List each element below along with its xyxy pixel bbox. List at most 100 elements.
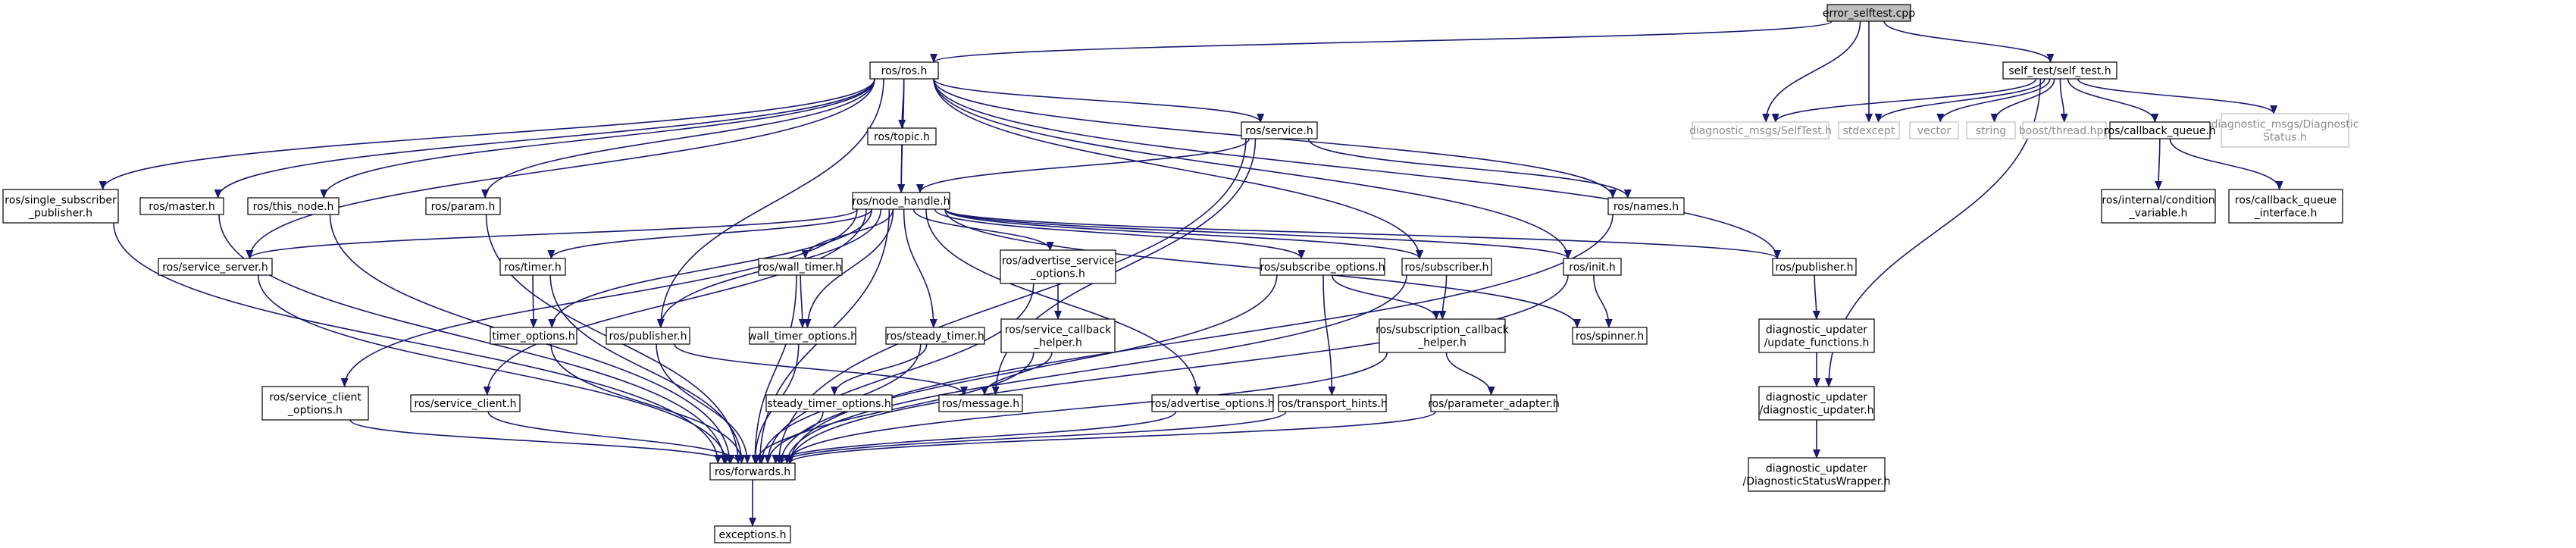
node-message[interactable]: ros/message.h bbox=[938, 394, 1023, 412]
node-subscribe-opts[interactable]: ros/subscribe_options.h bbox=[1260, 258, 1385, 276]
edge-ros-ros-to-param bbox=[481, 78, 875, 199]
node-steady-timer-options[interactable]: steady_timer_options.h bbox=[765, 394, 893, 412]
node-diag-status-wrapper[interactable]: diagnostic_updater/DiagnosticStatusWrapp… bbox=[1742, 457, 1891, 492]
edge-node-handle-to-wall-timer-options bbox=[803, 208, 894, 328]
node-box bbox=[1607, 197, 1685, 215]
node-service[interactable]: ros/service.h bbox=[1241, 121, 1318, 139]
node-exceptions[interactable]: exceptions.h bbox=[714, 525, 791, 543]
node-service-cb-helper[interactable]: ros/service_callback_helper.h bbox=[1000, 318, 1116, 353]
edge-topic-to-node-handle bbox=[897, 144, 906, 193]
node-callback-queue[interactable]: ros/callback_queue.h bbox=[2104, 121, 2216, 139]
node-adv-service-opts[interactable]: ros/advertise_service_options.h bbox=[1000, 249, 1116, 284]
node-box bbox=[1748, 457, 1886, 492]
node-box bbox=[758, 258, 843, 276]
edge-publisher-l-to-forwards bbox=[656, 343, 752, 464]
node-label: exceptions.h bbox=[718, 529, 786, 541]
node-ros-ros[interactable]: ros/ros.h bbox=[869, 61, 939, 80]
edge-publisher-l-to-message bbox=[674, 343, 968, 396]
edge-timer-to-timer-options bbox=[529, 274, 537, 328]
node-box bbox=[1758, 318, 1875, 353]
node-label: ros/node_handle.h bbox=[852, 196, 950, 208]
node-master[interactable]: ros/master.h bbox=[139, 197, 224, 215]
node-parameter-adapter[interactable]: ros/parameter_adapter.h bbox=[1428, 394, 1560, 412]
node-sub-cb-helper[interactable]: ros/subscription_callback_helper.h bbox=[1376, 318, 1510, 353]
node-box bbox=[1563, 258, 1622, 276]
edge-node-handle-to-steady-timer bbox=[903, 208, 937, 328]
node-box bbox=[1151, 394, 1274, 412]
node-update-functions[interactable]: diagnostic_updater/update_functions.h bbox=[1758, 318, 1875, 353]
node-steady-timer[interactable]: ros/steady_timer.h bbox=[885, 327, 985, 345]
node-publisher-l[interactable]: ros/publisher.h bbox=[606, 327, 690, 345]
edge-single-sub-to-forwards bbox=[113, 222, 722, 464]
edge-self-test-to-vector bbox=[1936, 78, 2051, 123]
node-timer-options[interactable]: timer_options.h bbox=[490, 327, 577, 345]
node-diag-status[interactable]: diagnostic_msgs/DiagnosticStatus.h bbox=[2211, 113, 2359, 148]
node-label: _interface.h bbox=[2254, 208, 2318, 220]
node-error-selftest[interactable]: error_selftest.cpp bbox=[1823, 4, 1915, 22]
edge-service-to-names bbox=[1307, 138, 1632, 199]
edge-init-to-forwards bbox=[787, 274, 1569, 464]
node-init[interactable]: ros/init.h bbox=[1563, 258, 1622, 276]
node-label: ros/callback_queue bbox=[2235, 195, 2337, 207]
node-transport-hints[interactable]: ros/transport_hints.h bbox=[1277, 394, 1388, 412]
node-diag-selftest[interactable]: diagnostic_msgs/SelfTest.h bbox=[1689, 121, 1832, 139]
node-string[interactable]: string bbox=[1966, 121, 2016, 139]
node-label: diagnostic_msgs/Diagnostic bbox=[2211, 119, 2359, 131]
edge-self-test-to-diag-status bbox=[2077, 78, 2278, 114]
node-param[interactable]: ros/param.h bbox=[425, 197, 501, 215]
nodes-layer: error_selftest.cpp ros/ros.h self_test/sel… bbox=[2, 4, 2359, 543]
node-box bbox=[867, 127, 937, 146]
node-label: diagnostic_updater bbox=[1766, 463, 1867, 475]
node-label: _options.h bbox=[1030, 268, 1085, 280]
node-names[interactable]: ros/names.h bbox=[1607, 197, 1685, 215]
node-service-client[interactable]: ros/service_client.h bbox=[410, 394, 521, 412]
node-topic[interactable]: ros/topic.h bbox=[867, 127, 937, 146]
edge-wall-timer-to-forwards bbox=[751, 274, 797, 464]
node-box bbox=[2002, 61, 2117, 80]
edge-service-to-node-handle bbox=[916, 138, 1250, 193]
edge-service-client-opts-to-forwards bbox=[349, 419, 734, 464]
node-internal-cond[interactable]: ros/internal/condition_variable.h bbox=[2101, 189, 2216, 224]
node-label: diagnostic_updater bbox=[1766, 324, 1867, 337]
node-stdexcept[interactable]: stdexcept bbox=[1838, 121, 1900, 139]
node-wall-timer[interactable]: ros/wall_timer.h bbox=[758, 258, 843, 276]
node-label: _helper.h bbox=[1417, 337, 1466, 349]
edge-callback-queue-to-cb-queue-iface bbox=[2169, 138, 2283, 190]
node-service-client-opts[interactable]: ros/service_client_options.h bbox=[261, 386, 369, 421]
node-diag-updater[interactable]: diagnostic_updater/diagnostic_updater.h bbox=[1758, 386, 1875, 421]
node-label: ros/service_server.h bbox=[162, 261, 268, 274]
node-timer[interactable]: ros/timer.h bbox=[499, 258, 566, 276]
node-label: ros/topic.h bbox=[874, 131, 930, 143]
node-node-handle[interactable]: ros/node_handle.h bbox=[852, 192, 950, 210]
node-single-sub[interactable]: ros/single_subscriber_publisher.h bbox=[2, 189, 119, 224]
node-vector[interactable]: vector bbox=[1909, 121, 1959, 139]
node-self-test[interactable]: self_test/self_test.h bbox=[2002, 61, 2117, 80]
edge-steady-timer-to-steady-timer-options bbox=[831, 343, 928, 396]
edge-node-handle-to-subscribe-opts bbox=[934, 208, 1306, 259]
node-spinner[interactable]: ros/spinner.h bbox=[1572, 327, 1648, 345]
edge-error-selftest-to-ros-ros bbox=[930, 20, 1833, 63]
node-wall-timer-options[interactable]: wall_timer_options.h bbox=[748, 327, 857, 345]
node-label: stdexcept bbox=[1843, 125, 1895, 137]
node-label: wall_timer_options.h bbox=[748, 330, 857, 343]
node-advertise-options[interactable]: ros/advertise_options.h bbox=[1150, 394, 1275, 412]
node-service-server[interactable]: ros/service_server.h bbox=[158, 258, 273, 276]
node-box bbox=[247, 197, 340, 215]
node-subscriber[interactable]: ros/subscriber.h bbox=[1401, 258, 1492, 276]
node-cb-queue-iface[interactable]: ros/callback_queue_interface.h bbox=[2228, 189, 2343, 224]
node-forwards[interactable]: ros/forwards.h bbox=[709, 462, 796, 481]
edge-advertise-options-to-forwards bbox=[772, 411, 1177, 464]
node-label: vector bbox=[1917, 125, 1952, 137]
edge-node-handle-to-advertise-options bbox=[925, 208, 1201, 396]
node-this-node[interactable]: ros/this_node.h bbox=[247, 197, 340, 215]
node-label: diagnostic_msgs/SelfTest.h bbox=[1689, 125, 1832, 137]
node-publisher-r[interactable]: ros/publisher.h bbox=[1772, 258, 1857, 276]
edge-subscriber-to-sub-cb-helper bbox=[1438, 274, 1448, 320]
node-boost-thread[interactable]: boost/thread.hpp bbox=[2019, 121, 2111, 139]
node-label: /update_functions.h bbox=[1764, 337, 1870, 349]
node-label: ros/publisher.h bbox=[1775, 261, 1853, 274]
edge-node-handle-to-adv-service-opts bbox=[912, 208, 1054, 251]
node-box bbox=[261, 386, 369, 421]
node-box bbox=[938, 394, 1023, 412]
node-box bbox=[714, 525, 791, 543]
